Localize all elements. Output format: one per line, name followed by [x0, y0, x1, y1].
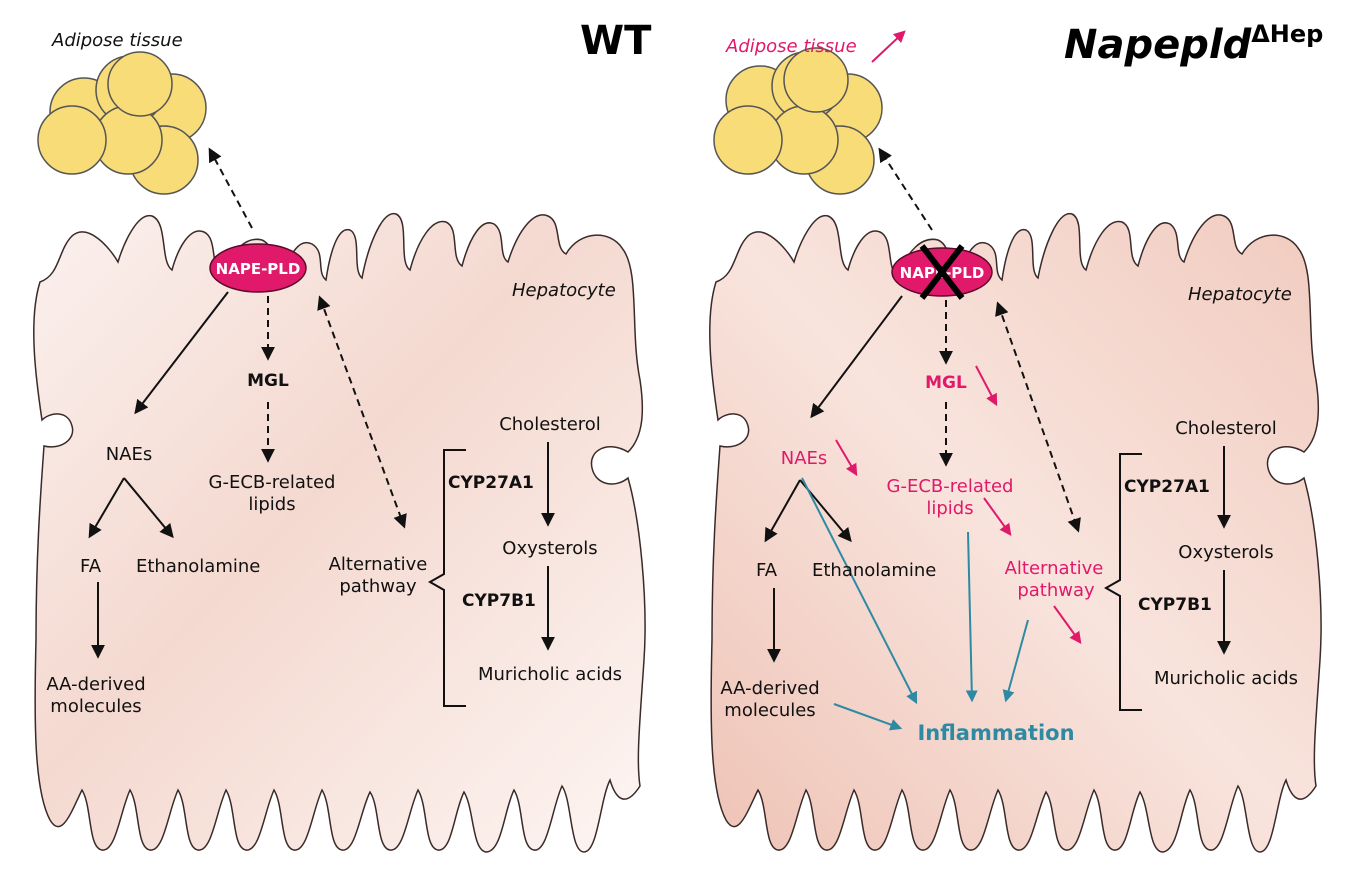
- ethanolamine-label-ko: Ethanolamine: [812, 560, 936, 581]
- fa-label: FA: [80, 556, 102, 577]
- naes-label: NAEs: [106, 444, 153, 465]
- panel-title-knockout: NapepldΔHep: [1064, 20, 1323, 68]
- mgl-increase-arrow: [975, 365, 998, 407]
- aa-label-line1-ko: AA-derived: [720, 678, 819, 699]
- fa-label-ko: FA: [756, 560, 778, 581]
- panel-knockout: Adipose tissue NapepldΔHep Hepatocyte NA…: [709, 20, 1323, 853]
- alternative-to-inflammation-arrow: [1002, 619, 1029, 703]
- arrow-to-fa: [88, 477, 125, 539]
- pathway-bracket-ko: [1103, 453, 1142, 711]
- gecb-label-line1: G-ECB-related: [209, 472, 336, 493]
- gecb-increase-arrow: [983, 497, 1012, 536]
- gecb-label-line1-ko: G-ECB-related: [887, 476, 1014, 497]
- knockout-cross-icon: [919, 244, 965, 300]
- adipose-increase-arrow: [871, 30, 906, 63]
- gecb-label-line2-ko: lipids: [926, 498, 973, 519]
- aa-label-line2: molecules: [50, 696, 141, 717]
- naes-label-ko: NAEs: [781, 448, 828, 469]
- nape-pld-enzyme: [209, 243, 307, 293]
- naes-to-inflammation-arrow: [801, 477, 918, 705]
- adipose-tissue-cluster-ko: [713, 47, 883, 195]
- panel-wt: Adipose tissue WT Hepatocyte NAPE-PLD MG…: [33, 18, 652, 853]
- muricholic-label: Muricholic acids: [478, 664, 622, 685]
- arrow-to-ethanolamine: [123, 477, 174, 539]
- arrow-to-naes: [134, 291, 229, 415]
- panel-title-wt: WT: [580, 18, 652, 64]
- cyp7b1-label-ko: CYP7B1: [1138, 595, 1212, 615]
- alternative-label-line1: Alternative: [329, 554, 428, 575]
- alternative-label-line2-ko: pathway: [1017, 580, 1095, 601]
- gecb-to-inflammation-arrow: [965, 531, 978, 703]
- muricholic-label-ko: Muricholic acids: [1154, 668, 1298, 689]
- cyp7b1-label: CYP7B1: [462, 591, 536, 611]
- hepatocyte-label-ko: Hepatocyte: [1188, 284, 1292, 305]
- adipose-tissue-label: Adipose tissue: [51, 30, 183, 51]
- adipose-tissue-cluster: [37, 51, 207, 195]
- aa-label-line2-ko: molecules: [724, 700, 815, 721]
- naes-increase-arrow: [835, 439, 858, 477]
- arrow-to-alternative-ko: [995, 301, 1081, 533]
- oxysterols-label: Oxysterols: [502, 538, 597, 559]
- cholesterol-label: Cholesterol: [499, 414, 601, 435]
- cyp27a1-label: CYP27A1: [448, 473, 534, 493]
- arrow-to-naes-ko: [810, 295, 903, 419]
- hepatocyte-cell: [33, 213, 646, 853]
- hepatocyte-label: Hepatocyte: [512, 280, 616, 301]
- arrow-to-adipose-ko: [878, 147, 933, 231]
- aa-label-line1: AA-derived: [46, 674, 145, 695]
- cholesterol-label-ko: Cholesterol: [1175, 418, 1277, 439]
- mgl-label: MGL: [247, 371, 289, 391]
- adipose-tissue-label-ko: Adipose tissue: [725, 36, 857, 57]
- ethanolamine-label: Ethanolamine: [136, 556, 260, 577]
- pathway-bracket: [427, 449, 466, 707]
- oxysterols-label-ko: Oxysterols: [1178, 542, 1273, 563]
- cyp27a1-label-ko: CYP27A1: [1124, 477, 1210, 497]
- alternative-increase-arrow: [1053, 605, 1082, 644]
- hepatocyte-cell-ko: [709, 213, 1322, 853]
- inflammation-label: Inflammation: [917, 721, 1074, 745]
- alternative-label-line1-ko: Alternative: [1005, 558, 1104, 579]
- gecb-label-line2: lipids: [248, 494, 295, 515]
- mgl-label-ko: MGL: [925, 373, 967, 393]
- arrow-to-adipose: [208, 147, 253, 229]
- nape-pld-label: NAPE-PLD: [216, 260, 301, 278]
- arrow-to-alternative: [317, 295, 407, 529]
- arrow-to-fa-ko: [764, 479, 801, 543]
- alternative-label-line2: pathway: [339, 576, 417, 597]
- aa-to-inflammation-arrow: [833, 703, 903, 731]
